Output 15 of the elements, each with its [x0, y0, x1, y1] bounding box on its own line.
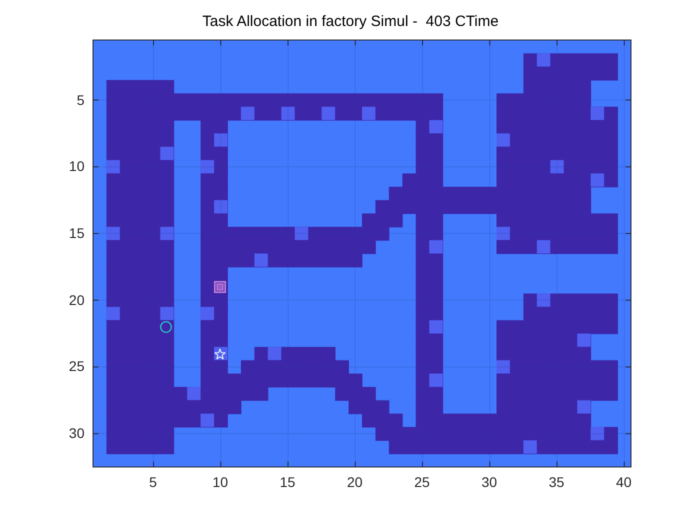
x-tick-label: 40	[616, 474, 632, 490]
x-tick-label: 10	[212, 474, 228, 490]
x-tick-label: 5	[149, 474, 157, 490]
chart-title: Task Allocation in factory Simul - 403 CTime	[202, 13, 499, 30]
y-tick-label: 5	[76, 92, 84, 108]
y-tick-label: 10	[68, 158, 84, 174]
x-tick-label: 35	[548, 474, 564, 490]
y-tick-label: 25	[68, 358, 84, 375]
x-tick-label: 30	[481, 474, 498, 490]
x-tick-label: 20	[346, 474, 363, 490]
x-tick-label: 15	[280, 474, 296, 490]
y-tick-label: 15	[68, 224, 84, 242]
y-tick-label: 20	[68, 292, 84, 308]
x-tick-label: 25	[414, 474, 430, 490]
y-tick-label: 30	[68, 425, 84, 442]
